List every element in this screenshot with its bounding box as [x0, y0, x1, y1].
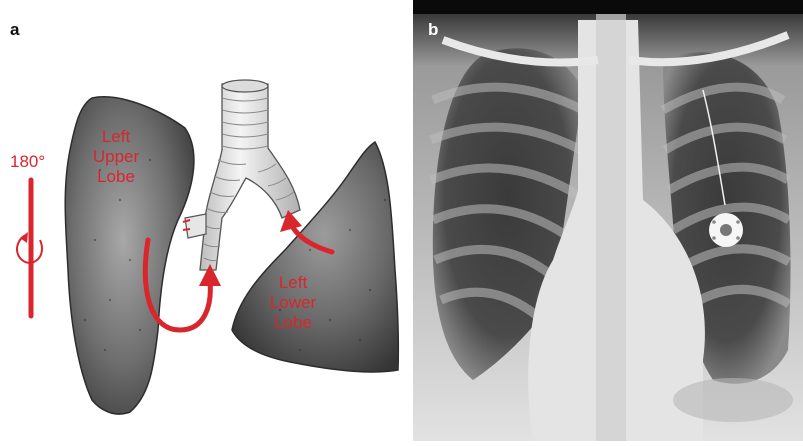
implanted-port [709, 213, 743, 247]
xray-panel [413, 0, 803, 441]
chest-xray-image [413, 0, 803, 441]
trachea [183, 80, 300, 270]
xray-spine [596, 0, 626, 441]
upper-label-line-3: Lobe [86, 167, 146, 187]
xray-gastric-bubble [673, 378, 793, 422]
rotation-axis [17, 180, 42, 316]
upper-label-line-2: Upper [86, 147, 146, 167]
rotation-label: 180° [10, 152, 45, 172]
panel-label-b: b [428, 20, 438, 40]
lower-label-line-1: Left [263, 273, 323, 293]
lower-label-line-2: Lower [263, 293, 323, 313]
left-lower-lobe-label: Left Lower Lobe [263, 273, 323, 333]
upper-label-line-1: Left [86, 127, 146, 147]
panel-label-a: a [10, 20, 19, 40]
illustration-panel: 180° Left Upper Lobe Left Lower Lobe [0, 0, 413, 441]
lower-label-line-3: Lobe [263, 313, 323, 333]
lung-illustration [0, 0, 413, 441]
left-upper-lobe-label: Left Upper Lobe [86, 127, 146, 187]
